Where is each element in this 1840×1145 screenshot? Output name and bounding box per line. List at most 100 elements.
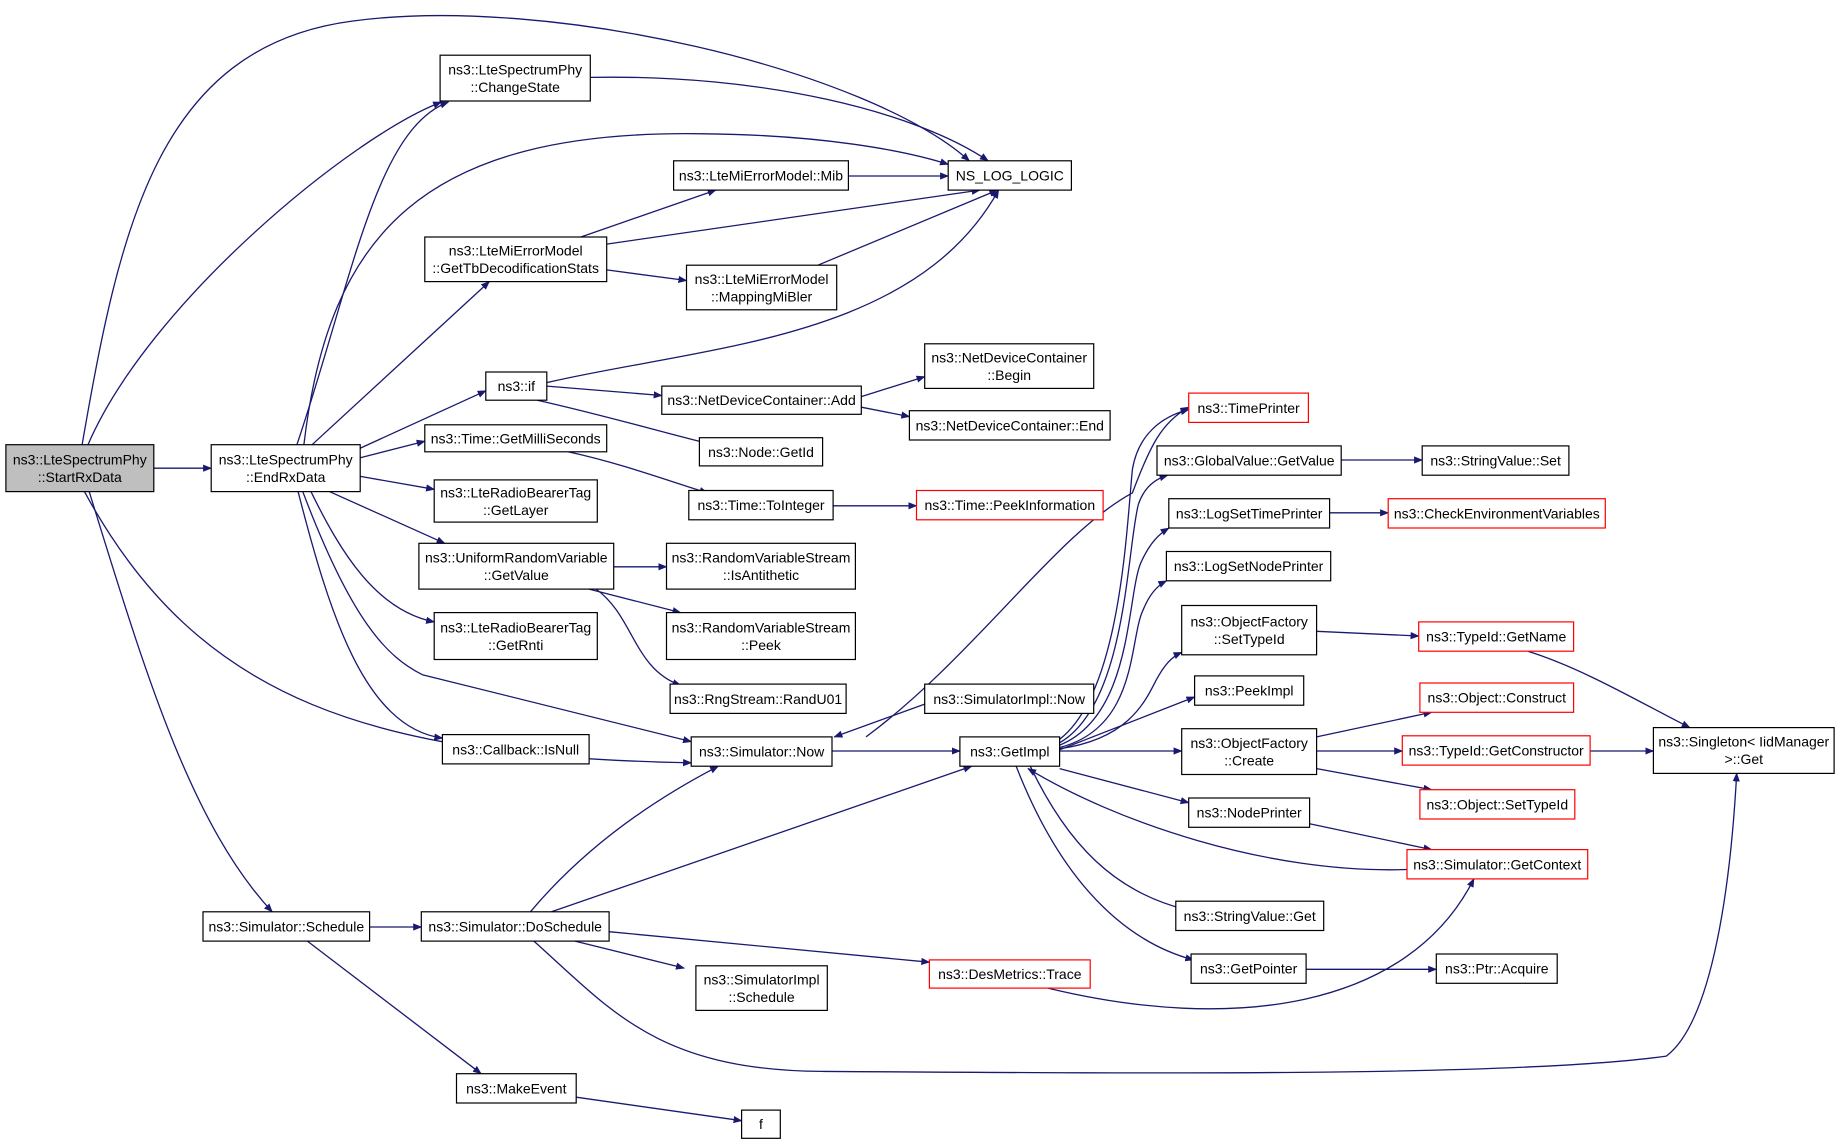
node-simimplnow[interactable]: ns3::SimulatorImpl::Now — [924, 683, 1095, 714]
node-box — [1387, 498, 1606, 529]
node-dosched[interactable]: ns3::Simulator::DoSchedule — [420, 911, 610, 942]
edge-ifn-to-nodegetid — [537, 399, 710, 446]
node-box — [698, 437, 824, 467]
node-urvget[interactable]: ns3::UniformRandomVariable::GetValue — [418, 542, 615, 590]
node-makeevent[interactable]: ns3::MakeEvent — [455, 1073, 577, 1104]
node-mapping[interactable]: ns3::LteMiErrorModel::MappingMiBler — [685, 264, 838, 311]
node-box — [665, 611, 856, 661]
node-tointeger[interactable]: ns3::Time::ToInteger — [688, 489, 834, 521]
edge-startrx-to-changestate — [87, 101, 443, 445]
node-label: ns3::GlobalValue::GetValue — [1164, 453, 1335, 469]
edge-dosched-to-simnow — [529, 765, 719, 913]
node-label: ns3::RandomVariableStream — [672, 549, 851, 565]
node-box — [1193, 675, 1305, 706]
node-label: ns3::Singleton< IidManager — [1658, 734, 1829, 750]
edge-ofsettype-to-tidgetname — [1316, 630, 1420, 640]
node-box — [1421, 445, 1570, 476]
edge-simsched-to-makeevent — [307, 940, 482, 1075]
node-label: ns3::PeekImpl — [1205, 683, 1294, 699]
node-label: ns3::Time::GetMilliSeconds — [431, 430, 601, 446]
node-singleton[interactable]: ns3::Singleton< IidManager>::Get — [1652, 726, 1835, 774]
node-getlayer[interactable]: ns3::LteRadioBearerTag::GetLayer — [433, 479, 598, 523]
node-label: ns3::LteSpectrumPhy — [448, 61, 582, 77]
node-mib[interactable]: ns3::LteMiErrorModel::Mib — [672, 160, 849, 191]
node-box — [424, 236, 608, 283]
node-ndcbegin[interactable]: ns3::NetDeviceContainer::Begin — [924, 343, 1095, 389]
node-getimpl[interactable]: ns3::GetImpl — [959, 736, 1061, 767]
node-label: ns3::Node::GetId — [708, 444, 814, 460]
node-label: ns3::RandomVariableStream — [672, 619, 851, 635]
node-tidgetname[interactable]: ns3::TypeId::GetName — [1418, 621, 1575, 652]
edge-gettb-to-mib — [580, 189, 717, 238]
node-isnull[interactable]: ns3::Callback::IsNull — [441, 733, 590, 765]
node-label: ns3::NodePrinter — [1197, 805, 1302, 821]
edge-gettb-to-mapping — [606, 269, 688, 284]
node-label: ns3::Simulator::Now — [699, 744, 825, 760]
edge-changestate-to-nslog — [590, 76, 989, 162]
node-f[interactable]: f — [740, 1109, 781, 1139]
node-isanti[interactable]: ns3::RandomVariableStream::IsAntithetic — [665, 542, 856, 590]
node-box — [433, 479, 598, 523]
node-gvget[interactable]: ns3::GlobalValue::GetValue — [1156, 445, 1342, 476]
edge-getimpl-to-logsettime — [1059, 527, 1170, 746]
node-getmilli[interactable]: ns3::Time::GetMilliSeconds — [424, 424, 608, 453]
node-checkenv[interactable]: ns3::CheckEnvironmentVariables — [1387, 498, 1606, 529]
node-ifn[interactable]: ns3::if — [485, 371, 548, 401]
node-box — [908, 410, 1111, 441]
node-svget[interactable]: ns3::StringValue::Get — [1175, 900, 1325, 932]
node-box — [672, 160, 849, 191]
node-label: ::StartRxData — [38, 469, 122, 485]
node-ofcreate[interactable]: ns3::ObjectFactory::Create — [1181, 728, 1318, 776]
node-ofsettype[interactable]: ns3::ObjectFactory::SetTypeId — [1181, 604, 1318, 656]
node-peekimpl[interactable]: ns3::PeekImpl — [1193, 675, 1305, 706]
node-box — [915, 489, 1104, 521]
node-gettb[interactable]: ns3::LteMiErrorModel::GetTbDecodificatio… — [424, 236, 608, 283]
node-changestate[interactable]: ns3::LteSpectrumPhy::ChangeState — [439, 54, 591, 102]
node-simgetctx[interactable]: ns3::Simulator::GetContext — [1406, 848, 1589, 880]
edge-startrx-to-nslog — [81, 14, 970, 445]
node-startrx[interactable]: ns3::LteSpectrumPhy::StartRxData — [5, 444, 155, 493]
edge-getimpl-to-timeprinter — [1059, 408, 1190, 740]
node-label: ns3::Time::ToInteger — [697, 497, 824, 513]
node-objsettype[interactable]: ns3::Object::SetTypeId — [1419, 789, 1576, 820]
node-endrx[interactable]: ns3::LteSpectrumPhy::EndRxData — [210, 444, 361, 493]
node-randu01[interactable]: ns3::RngStream::RandU01 — [669, 683, 847, 714]
node-label: >::Get — [1725, 751, 1764, 767]
node-peekinfo[interactable]: ns3::Time::PeekInformation — [915, 489, 1104, 521]
node-getpointer[interactable]: ns3::GetPointer — [1190, 953, 1307, 984]
node-simnow[interactable]: ns3::Simulator::Now — [690, 736, 833, 767]
node-label: ns3::TypeId::GetConstructor — [1409, 742, 1584, 758]
node-nslog[interactable]: NS_LOG_LOGIC — [947, 160, 1073, 191]
node-label: ns3::CheckEnvironmentVariables — [1394, 505, 1600, 521]
node-destrace[interactable]: ns3::DesMetrics::Trace — [928, 959, 1091, 989]
node-logsettime[interactable]: ns3::LogSetTimePrinter — [1168, 498, 1331, 529]
node-box — [1165, 550, 1332, 582]
node-objconstruct[interactable]: ns3::Object::Construct — [1419, 682, 1575, 713]
node-tidgetctor[interactable]: ns3::TypeId::GetConstructor — [1401, 735, 1591, 766]
edge-ofcreate-to-objconstruct — [1316, 710, 1433, 738]
node-getrnti[interactable]: ns3::LteRadioBearerTag::GetRnti — [433, 611, 598, 661]
node-nodegetid[interactable]: ns3::Node::GetId — [698, 437, 824, 467]
node-svset[interactable]: ns3::StringValue::Set — [1421, 445, 1570, 476]
node-simimplsched[interactable]: ns3::SimulatorImpl::Schedule — [695, 965, 828, 1011]
node-simsched[interactable]: ns3::Simulator::Schedule — [202, 911, 371, 942]
edge-dosched-to-simimplsched — [574, 940, 685, 970]
node-logsetnode[interactable]: ns3::LogSetNodePrinter — [1165, 550, 1332, 582]
node-label: ns3::SimulatorImpl::Now — [933, 691, 1086, 707]
node-ndcend[interactable]: ns3::NetDeviceContainer::End — [908, 410, 1111, 441]
node-label: ns3::GetPointer — [1200, 961, 1298, 977]
nodes: ns3::LteSpectrumPhy::StartRxDatans3::Lte… — [5, 54, 1835, 1139]
node-label: ns3::ObjectFactory — [1190, 613, 1308, 629]
node-rvspeek[interactable]: ns3::RandomVariableStream::Peek — [665, 611, 856, 661]
node-label: ns3::StringValue::Set — [1430, 453, 1561, 469]
node-nodeprinter[interactable]: ns3::NodePrinter — [1188, 797, 1311, 828]
edge-endrx-to-getrnti — [310, 491, 436, 624]
node-ndcadd[interactable]: ns3::NetDeviceContainer::Add — [661, 385, 862, 415]
node-ptracquire[interactable]: ns3::Ptr::Acquire — [1435, 953, 1558, 984]
node-label: ns3::Simulator::GetContext — [1413, 856, 1581, 872]
edge-destrace-to-simgetctx — [1047, 878, 1475, 1010]
node-box — [685, 264, 838, 311]
node-label: ns3::Simulator::Schedule — [208, 919, 364, 935]
node-timeprinter[interactable]: ns3::TimePrinter — [1188, 392, 1309, 424]
node-label: ::GetRnti — [488, 637, 543, 653]
